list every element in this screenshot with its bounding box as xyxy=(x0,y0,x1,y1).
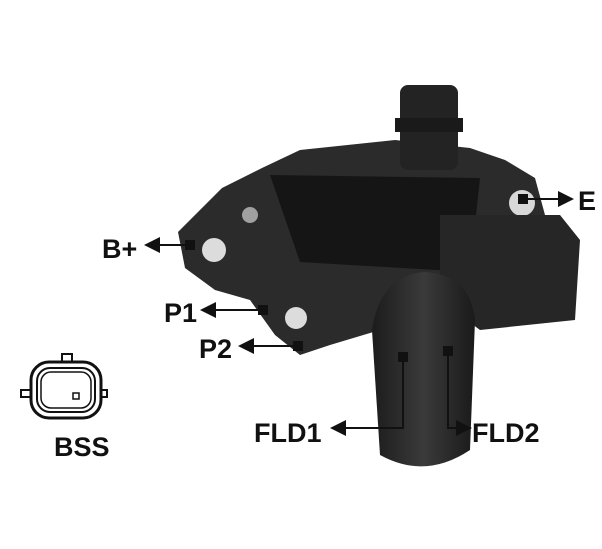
pointer-fld2 xyxy=(443,346,472,436)
pointer-p2 xyxy=(238,338,303,354)
voltage-regulator-photo xyxy=(178,85,580,467)
pointer-fld1 xyxy=(330,352,408,436)
bss-connector-icon xyxy=(20,353,108,420)
pointer-e xyxy=(518,191,574,207)
label-p2: P2 xyxy=(199,334,232,364)
label-e: E xyxy=(578,186,596,216)
label-fld2: FLD2 xyxy=(472,418,540,448)
brush-cylinder xyxy=(372,272,475,467)
label-b-plus: B+ xyxy=(102,234,137,264)
label-p1: P1 xyxy=(164,298,197,328)
pointer-b-plus xyxy=(144,237,195,253)
brush-holder-housing xyxy=(440,215,580,330)
pointer-p1 xyxy=(200,302,268,318)
heat-sink xyxy=(270,175,480,272)
label-fld1: FLD1 xyxy=(254,418,322,448)
label-bss: BSS xyxy=(54,432,110,462)
